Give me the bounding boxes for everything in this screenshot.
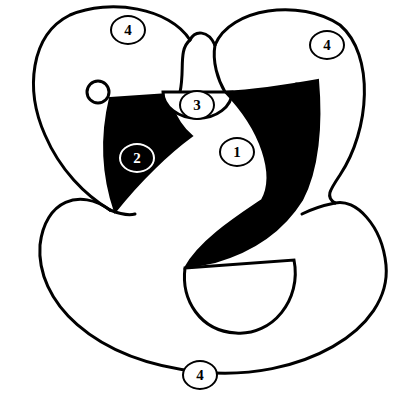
callout-number: 4 [182,360,218,390]
callout-number: 4 [110,15,146,45]
lower-chamber [40,199,386,373]
lower-chamber-edge [302,203,335,214]
callout-number: 4 [309,30,345,60]
ventricle-hollow [184,260,295,333]
callout-number: 2 [119,143,155,173]
right-lobe-inner [214,45,225,92]
callout-number: 1 [219,137,255,167]
vessel-ring [87,81,109,103]
lobe-neck [190,33,215,45]
callout-number: 3 [179,90,215,120]
